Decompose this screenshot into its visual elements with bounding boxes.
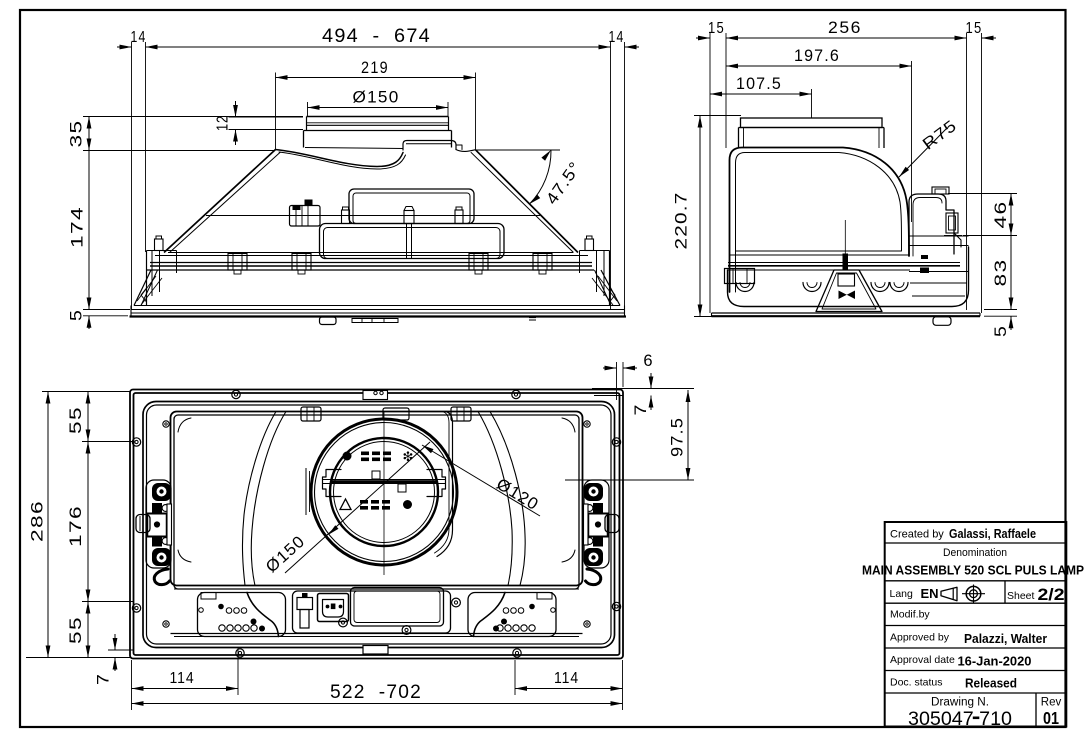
- svg-text:Rev: Rev: [1041, 697, 1062, 709]
- svg-text:Drawing N.: Drawing N.: [931, 697, 989, 709]
- svg-text:EN: EN: [921, 586, 939, 601]
- svg-text:01: 01: [1043, 708, 1059, 728]
- svg-text:Galassi, Raffaele: Galassi, Raffaele: [949, 527, 1036, 541]
- svg-text:Modif.by: Modif.by: [890, 609, 930, 621]
- svg-text:Approval date: Approval date: [890, 654, 955, 666]
- svg-text:114: 114: [554, 670, 579, 687]
- svg-text:Palazzi, Walter: Palazzi, Walter: [964, 631, 1047, 646]
- svg-text:55: 55: [67, 406, 85, 434]
- svg-text:7: 7: [95, 673, 113, 685]
- svg-text:55: 55: [67, 616, 85, 644]
- svg-text:83: 83: [992, 259, 1010, 287]
- svg-text:Denomination: Denomination: [943, 547, 1007, 559]
- svg-text:Released: Released: [965, 676, 1017, 691]
- svg-text:7: 7: [632, 404, 650, 416]
- svg-text:97.5: 97.5: [669, 417, 687, 457]
- svg-text:Sheet: Sheet: [1007, 590, 1035, 602]
- svg-text:Lang: Lang: [890, 588, 914, 600]
- svg-text:305047 710: 305047 710: [908, 709, 1012, 730]
- svg-text:12: 12: [215, 115, 232, 131]
- svg-text:494 - 674: 494 - 674: [322, 26, 431, 47]
- svg-text:Doc. status: Doc. status: [890, 677, 943, 689]
- svg-text:MAIN ASSEMBLY 520 SCL PULS LAM: MAIN ASSEMBLY 520 SCL PULS LAMP: [862, 563, 1084, 578]
- svg-text:46: 46: [992, 201, 1010, 229]
- svg-text:107.5: 107.5: [736, 75, 782, 93]
- svg-text:15: 15: [708, 20, 725, 37]
- svg-text:522 -702: 522 -702: [330, 682, 422, 703]
- svg-text:6: 6: [643, 352, 652, 370]
- svg-text:114: 114: [170, 670, 195, 687]
- svg-text:174: 174: [69, 206, 87, 248]
- svg-text:Approved by: Approved by: [890, 632, 950, 644]
- svg-text:14: 14: [131, 29, 147, 46]
- svg-text:Created by: Created by: [890, 529, 944, 541]
- svg-text:2/2: 2/2: [1038, 585, 1065, 604]
- svg-text:5: 5: [992, 325, 1010, 337]
- svg-text:256: 256: [828, 18, 862, 37]
- svg-text:5: 5: [68, 309, 86, 321]
- svg-text:❇: ❇: [403, 449, 414, 464]
- svg-text:286: 286: [29, 500, 47, 542]
- svg-text:15: 15: [966, 20, 983, 37]
- svg-text:219: 219: [361, 59, 389, 77]
- svg-text:16-Jan-2020: 16-Jan-2020: [958, 654, 1032, 669]
- svg-text:220.7: 220.7: [673, 192, 691, 250]
- svg-text:197.6: 197.6: [794, 47, 840, 65]
- svg-text:176: 176: [67, 505, 85, 547]
- svg-text:Ø150: Ø150: [353, 89, 400, 107]
- svg-text:14: 14: [609, 29, 625, 46]
- svg-text:35: 35: [68, 120, 86, 148]
